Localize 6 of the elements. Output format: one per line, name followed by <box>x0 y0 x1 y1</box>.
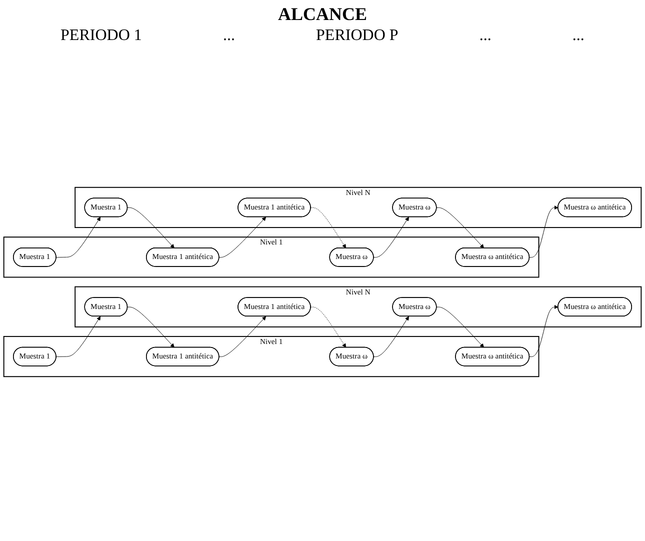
period-label: ... <box>479 27 492 45</box>
period-label: PERIODO 1 <box>60 27 142 45</box>
period-label: PERIODO P <box>316 27 398 45</box>
period-label: ... <box>572 27 584 45</box>
diagram-title: ALCANCE <box>276 4 368 25</box>
period-label: ... <box>222 27 235 45</box>
